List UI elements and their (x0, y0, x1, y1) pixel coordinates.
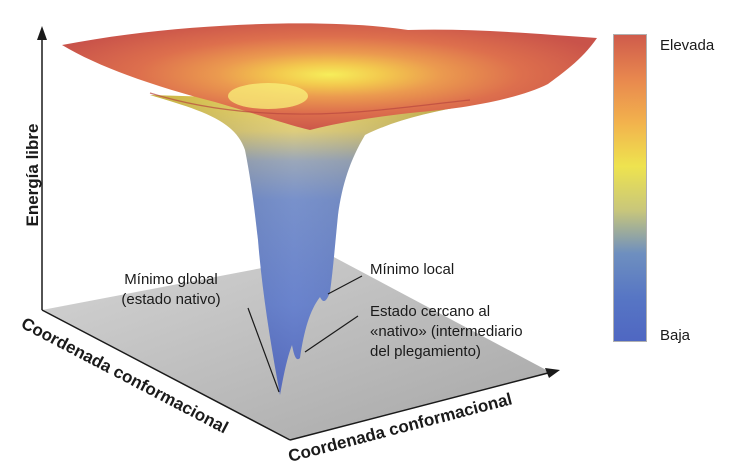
global-min-pointer (247, 307, 280, 393)
surface-highlight (228, 83, 308, 109)
near-native-label-line2: «nativo» (intermediario (370, 323, 523, 340)
right-axis-arrow (545, 368, 560, 378)
pointer-lines (247, 275, 363, 393)
funnel-shading (150, 95, 470, 395)
local-min-label: Mínimo local (370, 261, 455, 278)
right-axis-line (289, 372, 549, 441)
near-native-label-line3: del plegamiento) (370, 343, 481, 360)
energy-colorbar (613, 34, 647, 342)
axes (37, 26, 560, 441)
surface-rim (149, 92, 471, 115)
near-native-label-line1: Estado cercano al (370, 303, 491, 320)
global-min-label-line1: Mínimo global (124, 271, 218, 288)
near-native-pointer (304, 315, 359, 353)
local-min-pointer (327, 275, 363, 295)
left-axis-line (41, 309, 291, 441)
global-min-label-line2: (estado nativo) (121, 291, 221, 308)
colorbar-high-label: Elevada (660, 37, 715, 54)
colorbar-low-label: Baja (660, 327, 691, 344)
y-axis-label: Energía libre (23, 123, 42, 227)
energy-surface-top (62, 23, 597, 130)
y-axis-arrow (37, 26, 47, 40)
